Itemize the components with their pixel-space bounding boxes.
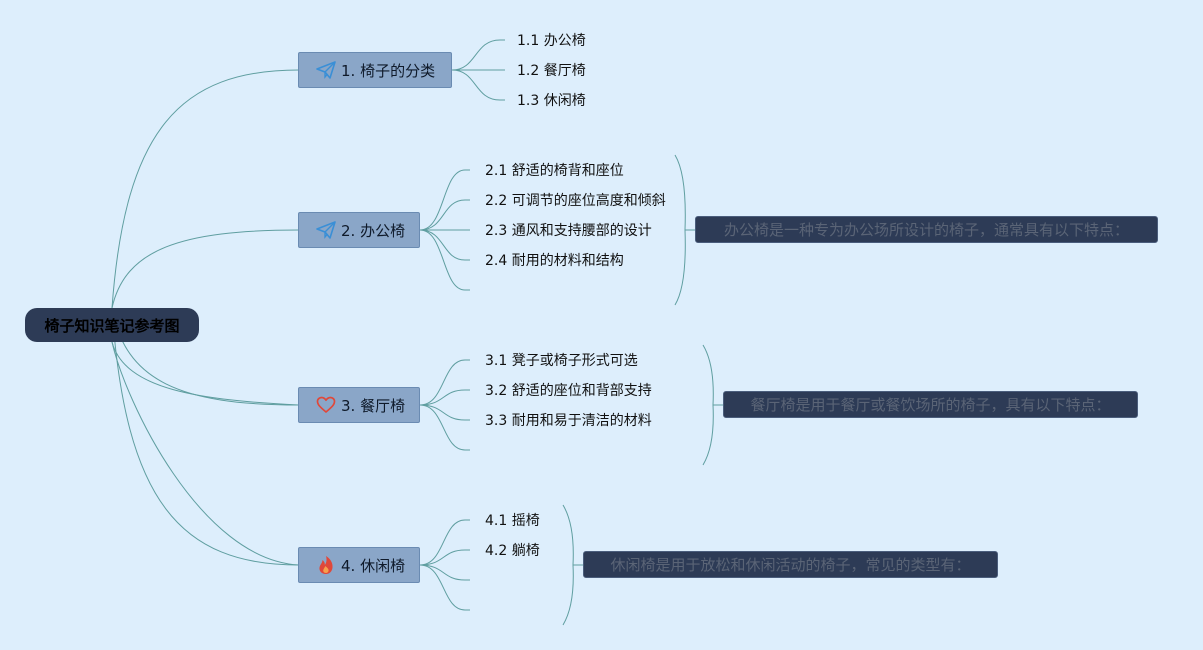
leaf-topic[interactable]: 2.1 舒适的椅背和座位 xyxy=(485,163,624,179)
branch-leaf-connector xyxy=(451,69,505,101)
summary-note-dining-chair[interactable]: 餐厅椅是用于餐厅或餐饮场所的椅子，具有以下特点： xyxy=(723,391,1138,418)
leaf-topic[interactable]: 2.4 耐用的材料和结构 xyxy=(485,253,624,269)
root-title: 椅子知识笔记参考图 xyxy=(44,316,180,335)
summary-text: 休闲椅是用于放松和休闲活动的椅子，常见的类型有： xyxy=(610,556,971,574)
branch-chair-categories[interactable]: 1. 椅子的分类 xyxy=(298,52,452,88)
summary-text: 餐厅椅是用于餐厅或餐饮场所的椅子，具有以下特点： xyxy=(750,396,1111,414)
branch-leaf-connector xyxy=(419,389,470,406)
leaf-topic[interactable]: 3.3 耐用和易于清洁的材料 xyxy=(485,413,652,429)
summary-brace xyxy=(702,344,714,466)
root-branch-connector xyxy=(111,341,300,406)
paper-plane-icon xyxy=(316,220,336,240)
leaf-topic[interactable]: 1.3 休闲椅 xyxy=(517,93,586,109)
root-branch-connector xyxy=(111,229,300,309)
root-branch-connector xyxy=(111,307,300,566)
leaf-topic[interactable]: 1.1 办公椅 xyxy=(517,33,586,49)
root-branch-connector xyxy=(111,341,300,566)
summary-note-office-chair[interactable]: 办公椅是一种专为办公场所设计的椅子，通常具有以下特点： xyxy=(695,216,1158,243)
branch-leaf-connector xyxy=(419,404,470,451)
branch-leaf-connector xyxy=(419,229,470,261)
summary-text: 办公椅是一种专为办公场所设计的椅子，通常具有以下特点： xyxy=(723,221,1129,239)
summary-note-leisure-chair[interactable]: 休闲椅是用于放松和休闲活动的椅子，常见的类型有： xyxy=(583,551,998,578)
heart-icon xyxy=(316,395,336,415)
branch-leaf-connector xyxy=(419,404,470,421)
root-branch-connector xyxy=(111,69,300,309)
branch-leaf-connector xyxy=(419,564,470,581)
summary-brace xyxy=(674,154,686,306)
paper-plane-icon xyxy=(316,60,336,80)
branch-label: 2. 办公椅 xyxy=(341,221,406,240)
branch-leisure-chair[interactable]: 4. 休闲椅 xyxy=(298,547,420,583)
branch-dining-chair[interactable]: 3. 餐厅椅 xyxy=(298,387,420,423)
leaf-topic[interactable]: 2.3 通风和支持腰部的设计 xyxy=(485,223,652,239)
leaf-topic[interactable]: 1.2 餐厅椅 xyxy=(517,63,586,79)
leaf-topic[interactable]: 2.2 可调节的座位高度和倾斜 xyxy=(485,193,666,209)
branch-label: 1. 椅子的分类 xyxy=(341,61,436,80)
leaf-topic[interactable]: 3.2 舒适的座位和背部支持 xyxy=(485,383,652,399)
root-topic[interactable]: 椅子知识笔记参考图 xyxy=(25,308,199,342)
branch-leaf-connector xyxy=(451,39,505,71)
branch-leaf-connector xyxy=(419,229,470,291)
branch-leaf-connector xyxy=(419,519,470,566)
leaf-topic[interactable]: 3.1 凳子或椅子形式可选 xyxy=(485,353,638,369)
branch-leaf-connector xyxy=(419,549,470,566)
branch-leaf-connector xyxy=(419,169,470,231)
leaf-topic[interactable]: 4.2 躺椅 xyxy=(485,543,540,559)
fire-icon xyxy=(316,555,336,575)
summary-brace xyxy=(562,504,574,626)
branch-leaf-connector xyxy=(419,199,470,231)
leaf-topic[interactable]: 4.1 摇椅 xyxy=(485,513,540,529)
branch-office-chair[interactable]: 2. 办公椅 xyxy=(298,212,420,248)
branch-leaf-connector xyxy=(419,564,470,611)
branch-label: 4. 休闲椅 xyxy=(341,556,406,575)
branch-leaf-connector xyxy=(419,359,470,406)
branch-label: 3. 餐厅椅 xyxy=(341,396,406,415)
